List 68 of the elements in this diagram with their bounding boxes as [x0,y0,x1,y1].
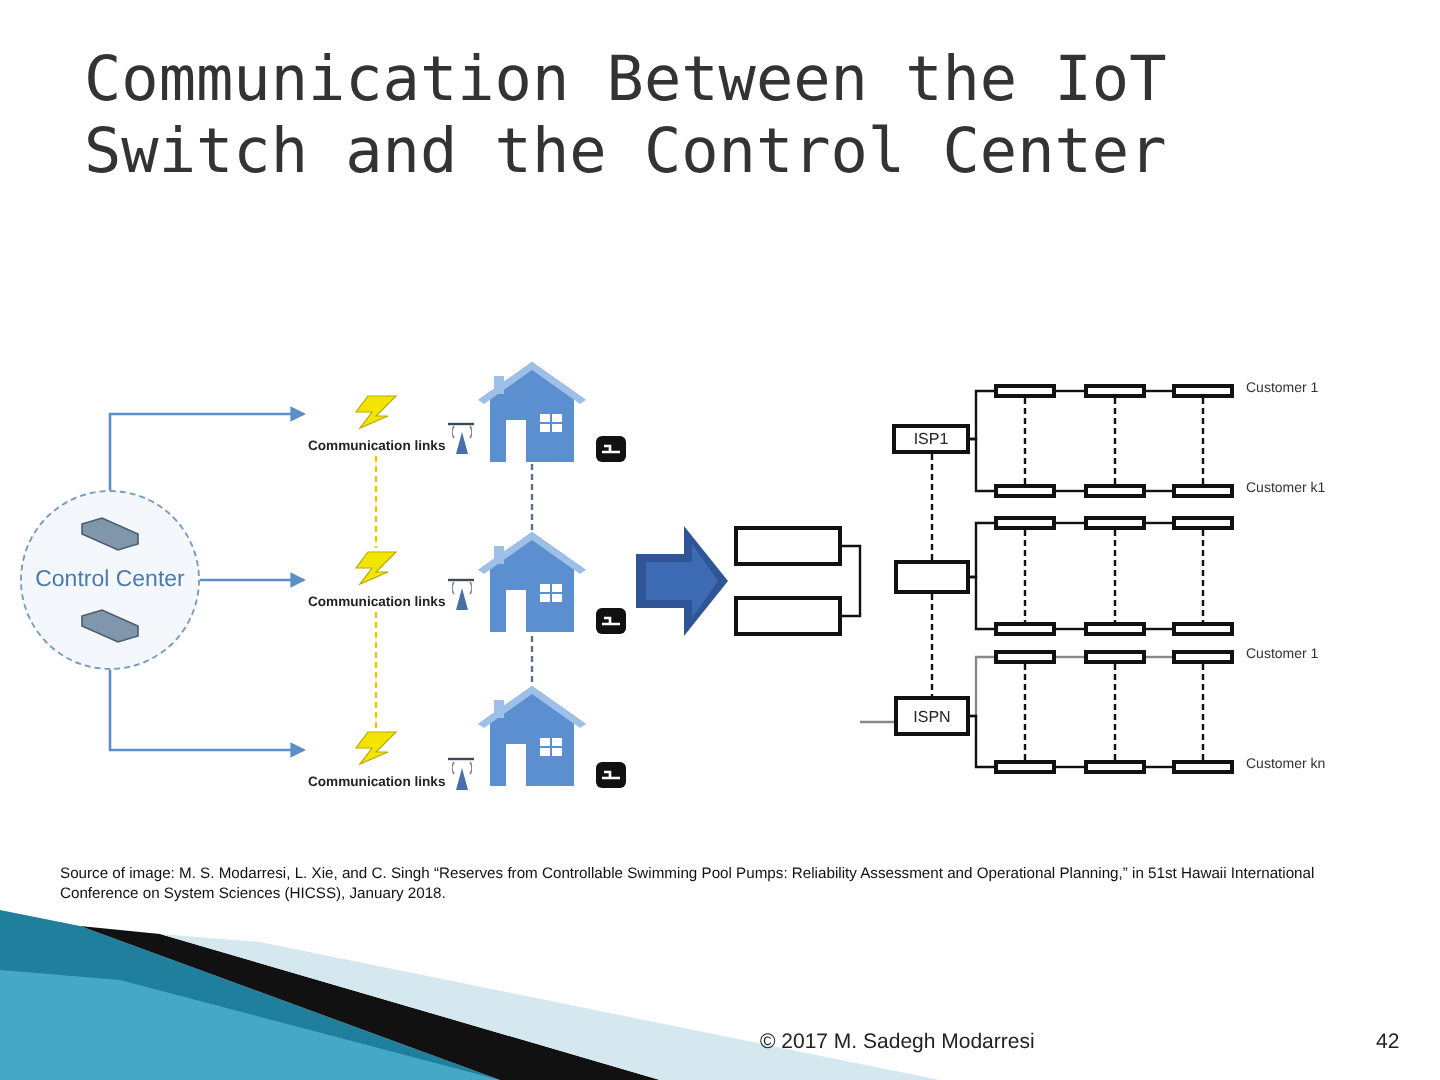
empty-box [1084,384,1146,398]
empty-box [1084,650,1146,664]
connector [1146,521,1172,525]
dashed-connector [1113,398,1117,484]
empty-box [994,650,1056,664]
dashed-connector [1201,530,1205,622]
connector [1056,521,1084,525]
connector [448,757,474,761]
dashed-connector [374,456,378,548]
empty-box [1172,760,1234,774]
connector [842,544,862,618]
empty-box [994,622,1056,636]
connector [1146,655,1172,659]
dashed-connector [1113,530,1117,622]
dashed-connector [1113,664,1117,760]
dashed-connector [530,636,534,684]
dashed-connector [1201,398,1205,484]
connector [970,521,994,579]
empty-box [1084,760,1146,774]
isp-box: ISPN [894,696,970,736]
arrow [108,670,306,758]
isp-box: ISP1 [892,424,970,454]
dashed-connector [1023,530,1027,622]
empty-box [1084,622,1146,636]
connector [1056,765,1084,769]
empty-box [1172,650,1234,664]
connector [970,575,994,631]
connector [1146,627,1172,631]
empty-box [734,596,842,636]
node-label: Control Center [35,568,185,592]
connector [860,720,894,724]
connector [970,389,994,441]
empty-box [1084,516,1146,530]
connector [970,437,994,493]
dashed-connector [530,464,534,530]
connector [1056,489,1084,493]
empty-box [994,516,1056,530]
dashed-connector [1201,664,1205,760]
connector [1146,489,1172,493]
connector [1056,655,1084,659]
connector [970,714,994,769]
arrow [108,406,306,490]
empty-box [1084,484,1146,498]
connector [448,422,474,426]
dashed-connector [374,612,378,728]
dashed-connector [1023,398,1027,484]
empty-box [734,526,842,566]
page-number: 42 [1376,1030,1400,1054]
dashed-connector [930,454,934,560]
arrow [200,572,306,588]
empty-box [994,760,1056,774]
empty-box [894,560,970,594]
footer-text: © 2017 M. Sadegh Modarresi [760,1030,1035,1054]
empty-box [994,384,1056,398]
empty-box [1172,484,1234,498]
dashed-connector [930,594,934,696]
slide-title: Communication Between the IoT Switch and the Control Center [84,44,1169,188]
connector [1056,389,1084,393]
empty-box [1172,622,1234,636]
connector [1146,765,1172,769]
empty-box [994,484,1056,498]
dashed-connector [1023,664,1027,760]
connector [970,655,994,718]
connector [1146,389,1172,393]
empty-box [1172,384,1234,398]
connector [448,578,474,582]
empty-box [1172,516,1234,530]
connector [1056,627,1084,631]
